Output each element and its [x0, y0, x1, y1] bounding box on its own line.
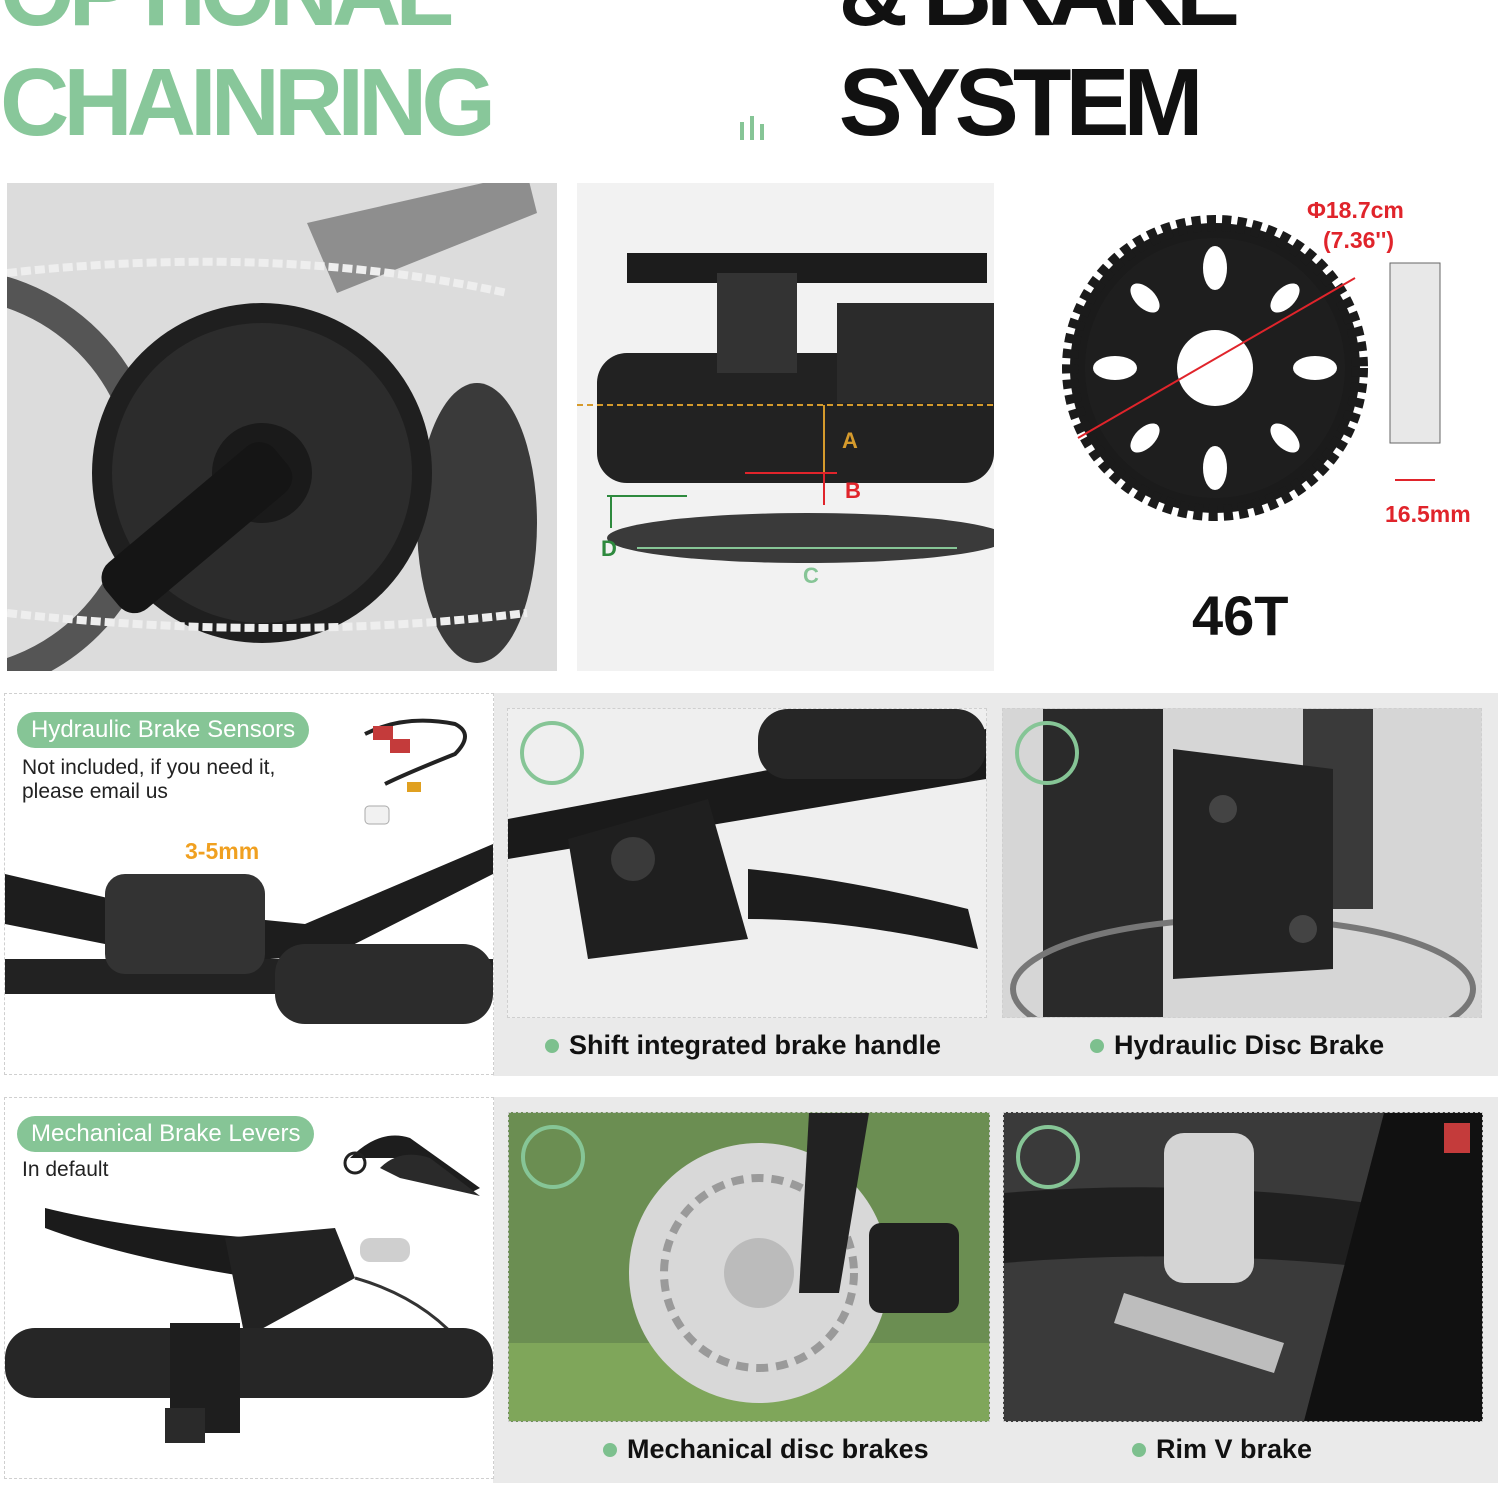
shift-brake-card [507, 708, 987, 1018]
shift-brake-bullet-icon [545, 1038, 559, 1053]
mechanical-levers-note: In default [22, 1158, 109, 1181]
rim-brake-check-icon [1016, 1125, 1080, 1189]
mechanical-disc-caption-text: Mechanical disc brakes [627, 1434, 929, 1464]
chainring-diagram: Φ18.7cm (7.36'') 16.5mm 46T [1010, 183, 1500, 671]
dimension-label-d: D [601, 536, 617, 561]
chainring-width: 16.5mm [1385, 501, 1471, 527]
hydraulic-sensor-note-line2: please email us [22, 780, 168, 803]
dimension-label-b: B [845, 478, 861, 503]
hydraulic-disc-check-icon [1015, 721, 1079, 785]
rim-brake-bullet-icon [1132, 1442, 1146, 1457]
hydraulic-lever-illustration [5, 844, 493, 1024]
chainring-diameter-in: (7.36'') [1323, 227, 1395, 253]
rim-brake-caption-text: Rim V brake [1156, 1434, 1313, 1464]
motor-dimension-photo: A B C D [577, 183, 994, 671]
title-black-part: & BRAKE SYSTEM [838, 0, 1240, 156]
divider-bars-icon [740, 116, 764, 140]
motor-chainring-photo [7, 183, 557, 671]
mechanical-levers-tag: Mechanical Brake Levers [17, 1116, 315, 1152]
mechanical-disc-caption: Mechanical disc brakes [603, 1434, 929, 1465]
brake-lever-pair-icon [343, 1135, 480, 1196]
hydraulic-sensor-tag: Hydraulic Brake Sensors [17, 712, 310, 748]
hydraulic-disc-caption: Hydraulic Disc Brake [1090, 1030, 1384, 1061]
mechanical-disc-illustration [509, 1113, 989, 1421]
brake-sensor-cable-icon [364, 718, 467, 825]
shift-brake-caption: Shift integrated brake handle [545, 1030, 941, 1061]
sensor-gap-label: 3-5mm [185, 838, 260, 864]
dimension-label-c: C [803, 563, 819, 588]
title-green-part: OPTIONAL CHAINRING [0, 0, 496, 156]
mechanical-levers-card: Mechanical Brake Levers In default [4, 1097, 494, 1479]
rim-brake-illustration [1004, 1113, 1482, 1421]
rim-brake-caption: Rim V brake [1132, 1434, 1312, 1465]
mechanical-disc-card [508, 1112, 990, 1422]
hydraulic-sensor-card: Hydraulic Brake Sensors Not included, if… [4, 693, 494, 1075]
hydraulic-sensor-note-line1: Not included, if you need it, [22, 756, 276, 779]
page-title: OPTIONAL CHAINRING & BRAKE SYSTEM [0, 0, 1500, 156]
chainring-motor-illustration [7, 183, 557, 671]
mechanical-lever-illustration [5, 1208, 493, 1443]
chainring-diameter-cm: Φ18.7cm [1307, 197, 1404, 223]
chainring-teeth-count: 46T [1192, 584, 1289, 647]
shift-brake-illustration [508, 709, 986, 1017]
chainring-46t-illustration [1062, 215, 1441, 521]
rim-brake-card [1003, 1112, 1483, 1422]
shift-brake-check-icon [520, 721, 584, 785]
shift-brake-caption-text: Shift integrated brake handle [569, 1030, 942, 1060]
mechanical-disc-check-icon [521, 1125, 585, 1189]
dimension-label-a: A [842, 428, 858, 453]
mechanical-disc-bullet-icon [603, 1442, 617, 1457]
hydraulic-disc-bullet-icon [1090, 1038, 1104, 1053]
hydraulic-disc-card [1002, 708, 1482, 1062]
motor-side-illustration [577, 183, 994, 671]
hydraulic-disc-caption-text: Hydraulic Disc Brake [1114, 1030, 1385, 1060]
